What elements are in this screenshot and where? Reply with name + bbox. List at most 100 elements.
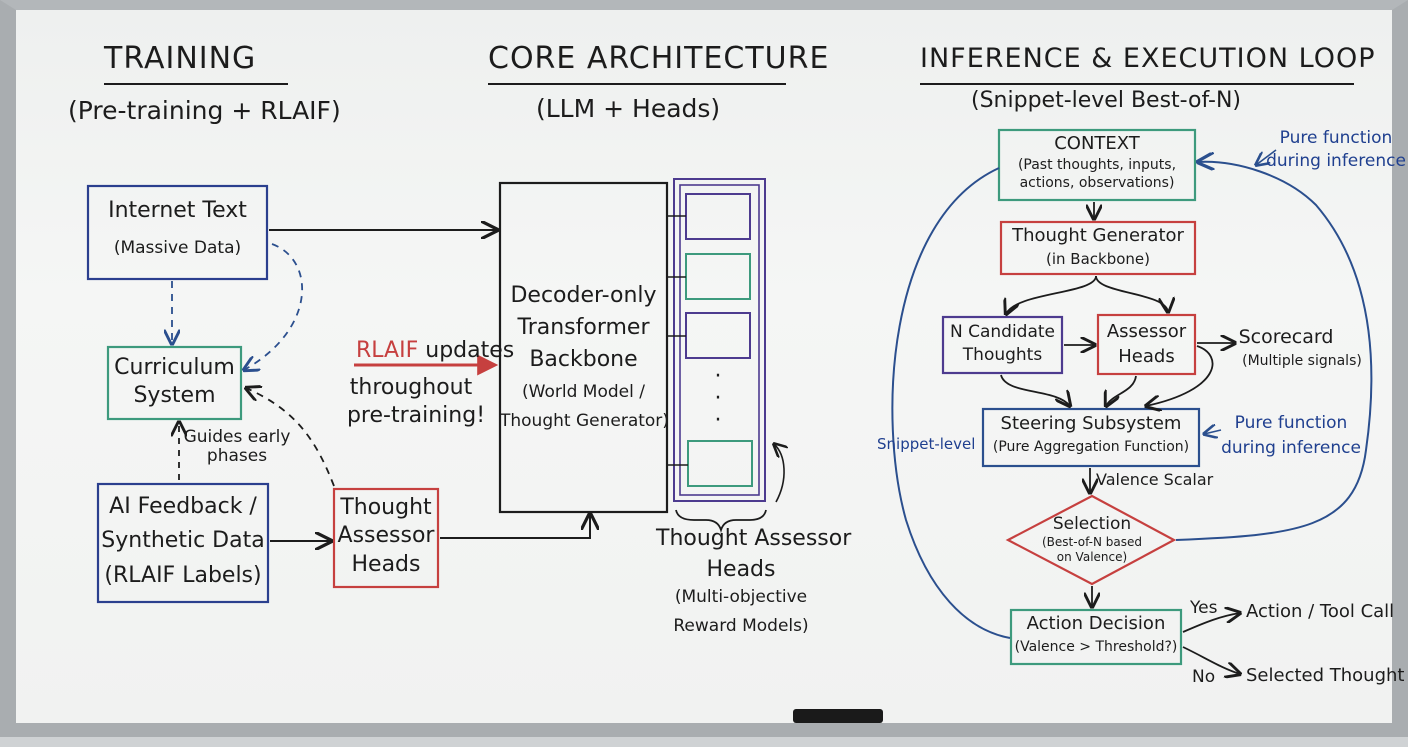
yes-arrow bbox=[1182, 613, 1240, 633]
head-box-3 bbox=[685, 312, 751, 359]
context-line1: CONTEXT bbox=[1054, 133, 1140, 154]
thought-assessor-box bbox=[332, 487, 440, 589]
heads-caption-line1: Thought Assessor bbox=[656, 526, 852, 551]
context-box bbox=[997, 128, 1197, 202]
marker-eraser bbox=[793, 709, 883, 723]
steering-line2: (Pure Aggregation Function) bbox=[992, 439, 1190, 455]
heads-outer-box bbox=[673, 178, 766, 502]
pure-note-mid-line1: Pure function bbox=[1234, 413, 1348, 433]
scorecard-line1: Scorecard bbox=[1238, 326, 1334, 348]
selection-line3: on Valence) bbox=[1056, 550, 1128, 564]
valence-scalar-label: Valence Scalar bbox=[1096, 470, 1214, 489]
curriculum-line2: System bbox=[133, 383, 216, 408]
assessor-loop-to-steering-arrow bbox=[1146, 345, 1214, 406]
assessor-heads-box bbox=[1096, 313, 1197, 376]
scorecard-line2: (Multiple signals) bbox=[1242, 353, 1362, 369]
core-title: CORE ARCHITECTURE bbox=[488, 41, 830, 76]
context-line2: (Past thoughts, inputs, bbox=[1017, 157, 1177, 173]
rlaif-note-line1: throughout bbox=[349, 375, 473, 400]
pure-note-mid-line2: during inference bbox=[1221, 438, 1361, 458]
thought-generator-box bbox=[999, 220, 1197, 276]
heads-brace bbox=[675, 509, 767, 534]
steering-line1: Steering Subsystem bbox=[1000, 413, 1182, 434]
backbone-line2: Transformer bbox=[517, 315, 650, 340]
rlaif-word: RLAIF bbox=[356, 338, 419, 363]
action-decision-line1: Action Decision bbox=[1026, 613, 1166, 634]
no-label: No bbox=[1192, 667, 1216, 687]
ai-feedback-line3: (RLAIF Labels) bbox=[104, 563, 262, 588]
heads-note-arrow bbox=[774, 444, 784, 503]
heads-caption-line4: Reward Models) bbox=[673, 616, 809, 636]
yes-label: Yes bbox=[1190, 598, 1218, 618]
heads-caption-line2: Heads bbox=[706, 557, 776, 582]
heads-caption-line3: (Multi-objective bbox=[674, 587, 808, 607]
thought-assessor-line3: Heads bbox=[351, 552, 421, 577]
assessor-heads-line2: Heads bbox=[1118, 346, 1175, 367]
context-line3: actions, observations) bbox=[1019, 175, 1175, 191]
assessor-to-steering-arrow bbox=[1106, 375, 1137, 406]
thought-generator-line1: Thought Generator bbox=[1012, 225, 1184, 246]
action-decision-box bbox=[1009, 608, 1183, 666]
inference-title: INFERENCE & EXECUTION LOOP bbox=[920, 43, 1376, 74]
curriculum-box bbox=[106, 345, 243, 421]
candidates-line2: Thoughts bbox=[962, 345, 1043, 365]
head-box-2 bbox=[685, 253, 751, 300]
pure-note-top-line1: Pure function bbox=[1279, 128, 1393, 148]
thought-generator-line2: (in Backbone) bbox=[1046, 250, 1150, 268]
pure-note-top-arrow bbox=[1256, 149, 1277, 165]
snippet-level-label: Snippet-level bbox=[877, 435, 976, 453]
training-subtitle: (Pre-training + RLAIF) bbox=[68, 96, 341, 125]
ellipsis-dot-3: · bbox=[714, 408, 722, 433]
no-arrow bbox=[1182, 646, 1240, 674]
ellipsis-dot-1: · bbox=[714, 364, 722, 389]
backbone-line4: (World Model / bbox=[522, 382, 645, 402]
right-loop-arrow bbox=[1175, 162, 1373, 541]
steering-box bbox=[981, 407, 1201, 468]
thought-assessor-line2: Assessor bbox=[337, 523, 435, 548]
heads-inner-box bbox=[679, 184, 760, 496]
rlaif-rest: updates bbox=[425, 338, 515, 363]
selection-line2: (Best-of-N based bbox=[1041, 535, 1143, 549]
generator-to-assessor-arrow bbox=[1095, 275, 1168, 312]
ai-feedback-line1: AI Feedback / bbox=[109, 494, 257, 519]
backbone-line3: Backbone bbox=[529, 347, 638, 372]
selected-thought-label: Selected Thought bbox=[1246, 665, 1405, 686]
assessor-to-backbone-arrow bbox=[440, 514, 590, 539]
guides-note-line2: phases bbox=[206, 446, 268, 466]
internet-text-line1: Internet Text bbox=[108, 198, 247, 223]
internet-text-line2: (Massive Data) bbox=[113, 238, 242, 258]
diagram-connectors bbox=[86, 83, 1373, 747]
candidates-box bbox=[941, 315, 1064, 375]
head-box-n bbox=[687, 440, 753, 487]
action-tool-label: Action / Tool Call bbox=[1246, 601, 1395, 622]
pure-note-top-line2: during inference bbox=[1266, 151, 1406, 171]
head-box-1 bbox=[685, 193, 751, 240]
ellipsis-dot-2: · bbox=[714, 386, 722, 411]
guides-note-line1: Guides early bbox=[183, 427, 291, 447]
ai-feedback-line2: Synthetic Data bbox=[101, 528, 265, 553]
internet-text-box bbox=[86, 184, 269, 281]
assessor-to-curriculum-arrow bbox=[246, 388, 335, 487]
candidates-to-steering-arrow bbox=[1000, 374, 1070, 406]
rlaif-label: RLAIF updates bbox=[356, 338, 515, 364]
backbone-line5: Thought Generator) bbox=[500, 411, 669, 431]
selection-diamond bbox=[1005, 494, 1177, 586]
rlaif-note-line2: pre-training! bbox=[346, 403, 486, 428]
inference-subtitle: (Snippet-level Best-of-N) bbox=[971, 88, 1241, 113]
curriculum-line1: Curriculum bbox=[114, 355, 235, 380]
selection-line1: Selection bbox=[1052, 514, 1132, 534]
backbone-line1: Decoder-only bbox=[510, 283, 657, 308]
pure-note-mid-arrow bbox=[1204, 430, 1222, 434]
generator-to-candidates-arrow bbox=[1006, 275, 1097, 314]
core-subtitle: (LLM + Heads) bbox=[536, 94, 721, 123]
backbone-box bbox=[498, 181, 669, 514]
thought-assessor-line1: Thought bbox=[340, 495, 432, 520]
training-title: TRAINING bbox=[104, 41, 257, 76]
action-decision-line2: (Valence > Threshold?) bbox=[1014, 639, 1178, 655]
assessor-heads-line1: Assessor bbox=[1106, 321, 1187, 342]
candidates-line1: N Candidate bbox=[949, 322, 1056, 342]
left-loop-line bbox=[891, 167, 1011, 639]
internet-curve-dashed-arrow bbox=[244, 243, 303, 370]
ai-feedback-box bbox=[96, 482, 270, 604]
